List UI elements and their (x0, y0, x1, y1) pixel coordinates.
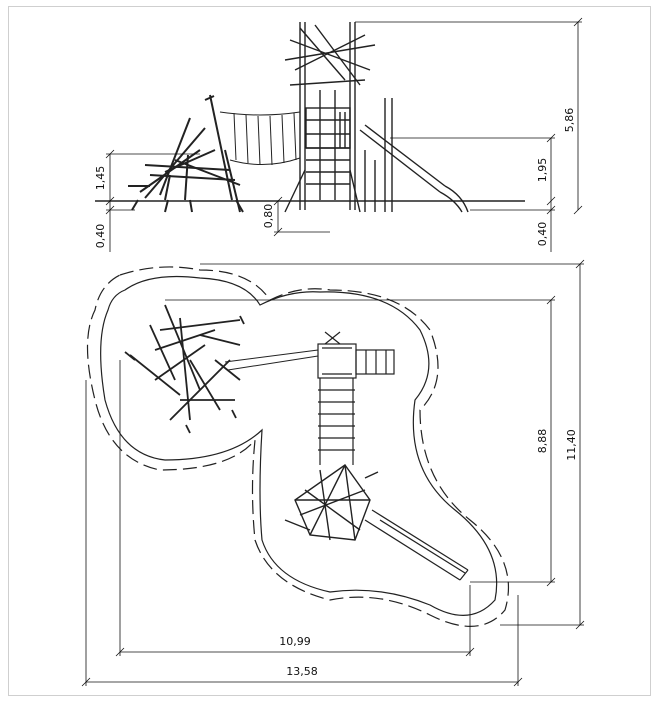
elevation-net-bridge (219, 111, 301, 166)
dim-platform-height: 1,95 (536, 158, 549, 183)
dim-inner-width: 10,99 (279, 635, 311, 648)
plan-ladder (318, 378, 355, 465)
dim-outer-width: 13,58 (286, 665, 318, 678)
plan-climber (124, 304, 245, 434)
plan-platform-top (317, 331, 395, 379)
dim-climber-height: 1,45 (94, 166, 107, 191)
elevation-dimension-lines (105, 17, 583, 252)
drawing-frame (8, 6, 651, 696)
plan-tower (284, 464, 379, 541)
dim-foundation-right: 0,40 (536, 222, 549, 247)
dim-outer-depth: 11,40 (565, 429, 578, 461)
plan-inner-zone (100, 275, 498, 616)
elevation-view (95, 17, 583, 252)
plan-slide (364, 509, 469, 581)
dim-inner-depth: 8,88 (536, 429, 549, 454)
plan-view (81, 259, 585, 687)
dim-total-height: 5,86 (563, 108, 576, 133)
elevation-slide (359, 98, 469, 213)
dim-foundation-left: 0,40 (94, 224, 107, 249)
elevation-tower (284, 22, 376, 213)
plan-dimension-lines (81, 259, 585, 687)
plan-outer-zone (86, 266, 509, 627)
plan-net-bridge (224, 349, 319, 371)
dim-post-depth: 0,80 (262, 204, 275, 229)
elevation-climber (128, 94, 244, 213)
